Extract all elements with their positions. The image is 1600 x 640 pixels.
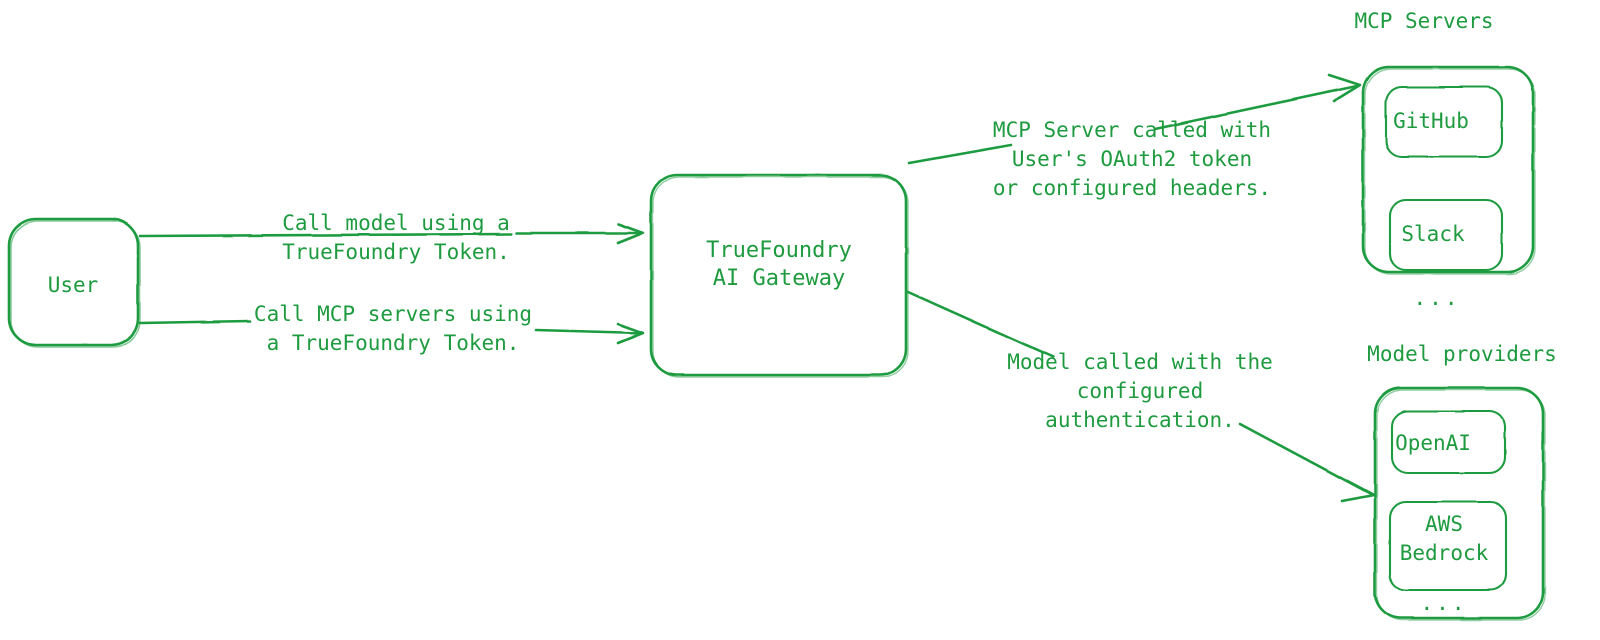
mcp-servers-container-shape[interactable] — [1361, 65, 1536, 275]
connector-user-gateway-mcp — [138, 319, 645, 345]
provider-item-aws-bedrock-label-line1[interactable]: AWS — [1425, 512, 1463, 536]
model-providers-more-indicator: ... — [1420, 591, 1468, 615]
mcp-item-slack-label[interactable]: Slack — [1401, 222, 1465, 246]
mcp-servers-group-title: MCP Servers — [1354, 9, 1494, 33]
mcp-servers-more-indicator: ... — [1413, 286, 1461, 310]
connector-gateway-mcp-servers — [907, 73, 1362, 165]
edge-label-call-mcp-line2: a TrueFoundry Token. — [266, 331, 520, 355]
edge-label-mcp-auth-line3: or configured headers. — [992, 176, 1272, 200]
edge-label-mcp-auth-line2: User's OAuth2 token — [1011, 147, 1253, 171]
edge-label-model-auth-line1: Model called with the — [1007, 350, 1273, 374]
mcp-item-slack-shape[interactable] — [1388, 198, 1504, 272]
user-node-label: User — [47, 273, 99, 297]
mcp-item-github-label[interactable]: GitHub — [1393, 109, 1469, 133]
gateway-node-label-line2: AI Gateway — [712, 266, 846, 291]
edge-label-mcp-auth-line1: MCP Server called with — [992, 118, 1272, 142]
gateway-node-shape[interactable] — [649, 173, 909, 378]
connector-user-gateway-model — [138, 222, 645, 245]
edge-label-call-model-line1: Call model using a — [282, 211, 510, 235]
edge-label-model-auth-line3: authentication. — [1045, 408, 1235, 432]
edge-label-model-auth-line2: configured — [1076, 379, 1204, 403]
provider-item-openai-shape[interactable] — [1390, 409, 1507, 475]
user-node-shape[interactable] — [7, 217, 141, 348]
gateway-node-label-line1: TrueFoundry — [706, 238, 852, 263]
edge-label-call-model-line2: TrueFoundry Token. — [282, 240, 510, 264]
provider-item-aws-bedrock-label-line2[interactable]: Bedrock — [1399, 541, 1489, 565]
model-providers-group-title: Model providers — [1367, 342, 1557, 366]
model-providers-container-shape[interactable] — [1373, 386, 1546, 621]
provider-item-openai-label[interactable]: OpenAI — [1395, 431, 1471, 455]
provider-item-aws-bedrock-shape[interactable] — [1388, 500, 1508, 592]
edge-label-call-mcp-line1: Call MCP servers using — [253, 302, 533, 326]
mcp-item-github-shape[interactable] — [1384, 85, 1504, 159]
